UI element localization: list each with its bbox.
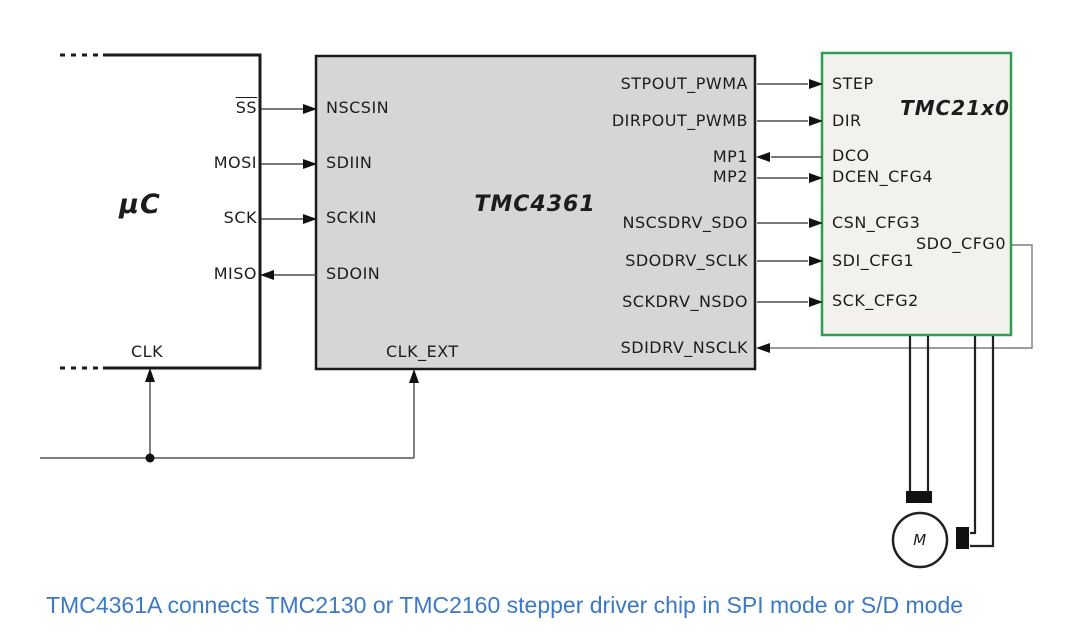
pin-label-mosi: MOSI (213, 153, 257, 172)
motor-terminal-top (906, 491, 932, 503)
uc-title: µC (119, 189, 161, 220)
wires-tmc4361-to-tmc21x0 (757, 83, 822, 303)
tmc21x0-title: TMC21x0 (900, 96, 1010, 120)
spi-wires-uc-to-tmc4361 (261, 108, 316, 276)
pin-label-sck-cfg2: SCK_CFG2 (832, 291, 919, 310)
pin-label-sckin: SCKIN (326, 208, 378, 227)
pin-label-sckdrv-nsdo: SCKDRV_NSDO (622, 292, 748, 311)
tmc4361-title: TMC4361 (474, 192, 596, 217)
pin-label-miso: MISO (213, 264, 257, 283)
arrow-into-csn (809, 218, 823, 228)
motor-terminal-right (956, 527, 969, 549)
clock-wires (40, 372, 415, 459)
arrow-into-mp1 (756, 152, 770, 162)
pin-label-sdiin: SDIIN (326, 153, 373, 172)
arrow-into-clkext (409, 369, 419, 383)
pin-label-sdoin: SDOIN (326, 264, 381, 283)
pin-label-sdi-cfg1: SDI_CFG1 (832, 251, 915, 270)
pin-label-mp1: MP1 (712, 147, 748, 166)
pin-label-sdodrv-sclk: SDODRV_SCLK (625, 251, 748, 270)
arrow-into-sdidrv (756, 343, 770, 353)
wire-sdocfg0-loop (756, 244, 1033, 353)
uc-block-outline (60, 53, 262, 370)
pin-label-dcen-cfg4: DCEN_CFG4 (832, 167, 934, 186)
pin-label-sdidrv-nsclk: SDIDRV_NSCLK (620, 338, 748, 357)
pin-label-clk-ext: CLK_EXT (386, 342, 459, 361)
motor-label: M (913, 531, 927, 549)
arrow-into-sdiin (303, 159, 317, 169)
clock-arrowheads (145, 368, 419, 383)
pin-label-stpout-pwma: STPOUT_PWMA (620, 74, 748, 93)
arrow-into-dir (809, 116, 823, 126)
clock-junction-dot (145, 453, 155, 463)
arrow-into-miso (260, 270, 274, 280)
arrowheads-uc (260, 104, 317, 280)
motor-wires (908, 336, 995, 548)
arrow-into-dcen (809, 173, 823, 183)
pin-label-dirpout-pwmb: DIRPOUT_PWMB (611, 111, 748, 130)
pin-label-nscsin: NSCSIN (326, 98, 390, 117)
motor-coil-b2 (970, 336, 995, 548)
tmc21x0-block (820, 51, 1013, 337)
arrow-into-step (809, 79, 823, 89)
pin-label-dir: DIR (832, 111, 862, 130)
pin-label-dco: DCO (832, 146, 870, 165)
tmc4361-block (314, 54, 757, 371)
arrow-into-nscsin (303, 104, 317, 114)
pin-label-mp2: MP2 (712, 167, 748, 186)
motor-coil-b1 (970, 336, 977, 535)
arrow-into-sdi (809, 256, 823, 266)
pin-label-sdo-cfg0: SDO_CFG0 (915, 234, 1006, 253)
pin-label-ss: SS (235, 98, 257, 117)
pin-label-step: STEP (832, 74, 874, 93)
arrowheads-tmc21x0 (756, 79, 823, 307)
pin-label-nscsdrv-sdo: NSCSDRV_SDO (622, 213, 748, 232)
pin-label-clk: CLK (131, 342, 164, 361)
arrow-into-sckcfg (809, 297, 823, 307)
pin-label-sck: SCK (223, 208, 257, 227)
arrow-into-clk (145, 368, 155, 382)
motor-body (891, 511, 949, 569)
figure-caption: TMC4361A connects TMC2130 or TMC2160 ste… (46, 592, 964, 618)
arrow-into-sckin (303, 214, 317, 224)
pin-label-csn-cfg3: CSN_CFG3 (832, 213, 921, 232)
